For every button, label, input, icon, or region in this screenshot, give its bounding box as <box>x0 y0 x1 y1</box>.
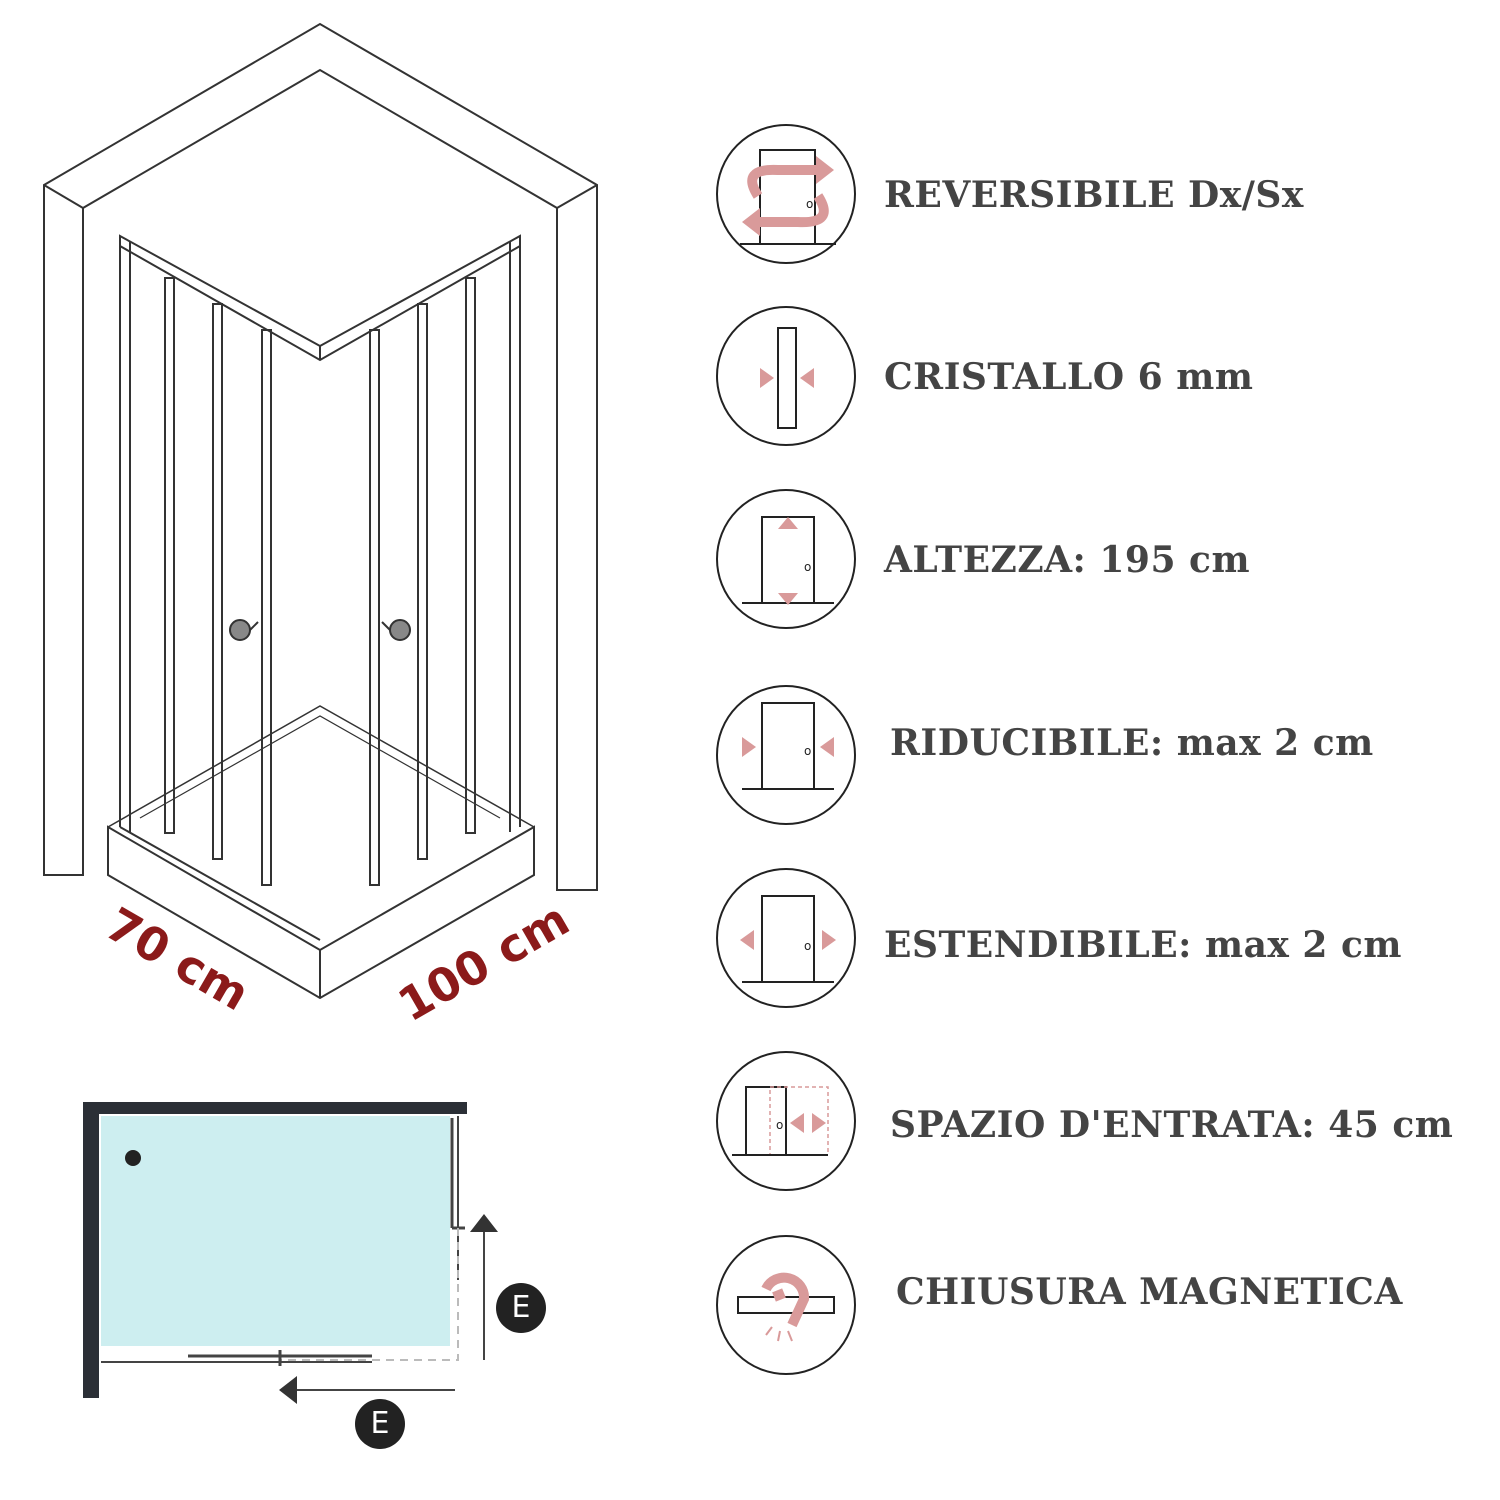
door-handle-right <box>381 619 411 641</box>
feature-label-entry-space: SPAZIO D'ENTRATA: 45 cm <box>890 1104 1454 1146</box>
feature-label-magnet: CHIUSURA MAGNETICA <box>896 1271 1403 1313</box>
reducible-icon: o <box>716 685 856 825</box>
arrow-left <box>279 1376 297 1404</box>
plan-wall-top <box>83 1102 467 1114</box>
plan-view-drawing <box>83 1102 498 1404</box>
svg-text:o: o <box>806 197 813 211</box>
entry-marker-horizontal: E <box>355 1399 405 1449</box>
glass-thickness-icon <box>716 306 856 446</box>
shower-enclosure-drawing <box>43 22 598 1000</box>
arrow-up <box>470 1214 498 1232</box>
plan-wall-left <box>83 1102 99 1398</box>
svg-text:o: o <box>804 560 811 574</box>
feature-label-reversible: REVERSIBILE Dx/Sx <box>884 174 1304 216</box>
entry-marker-vertical: E <box>496 1283 546 1333</box>
height-icon: o <box>716 489 856 629</box>
door-handle-left <box>229 619 259 641</box>
feature-label-height: ALTEZZA: 195 cm <box>884 539 1251 581</box>
svg-text:o: o <box>804 744 811 758</box>
feature-label-extendable: ESTENDIBILE: max 2 cm <box>884 924 1402 966</box>
extendable-icon: o <box>716 868 856 1008</box>
left-panel-frames <box>164 277 272 886</box>
reversible-icon: o <box>716 124 856 264</box>
entry-space-icon: o <box>716 1051 856 1191</box>
magnet-icon <box>716 1235 856 1375</box>
feature-label-glass: CRISTALLO 6 mm <box>884 356 1254 398</box>
plan-glass-area <box>101 1116 450 1346</box>
right-panel-frames <box>369 277 476 886</box>
svg-text:o: o <box>776 1118 783 1132</box>
svg-text:o: o <box>804 939 811 953</box>
drain-dot <box>125 1150 141 1166</box>
feature-label-reducible: RIDUCIBILE: max 2 cm <box>890 722 1374 764</box>
